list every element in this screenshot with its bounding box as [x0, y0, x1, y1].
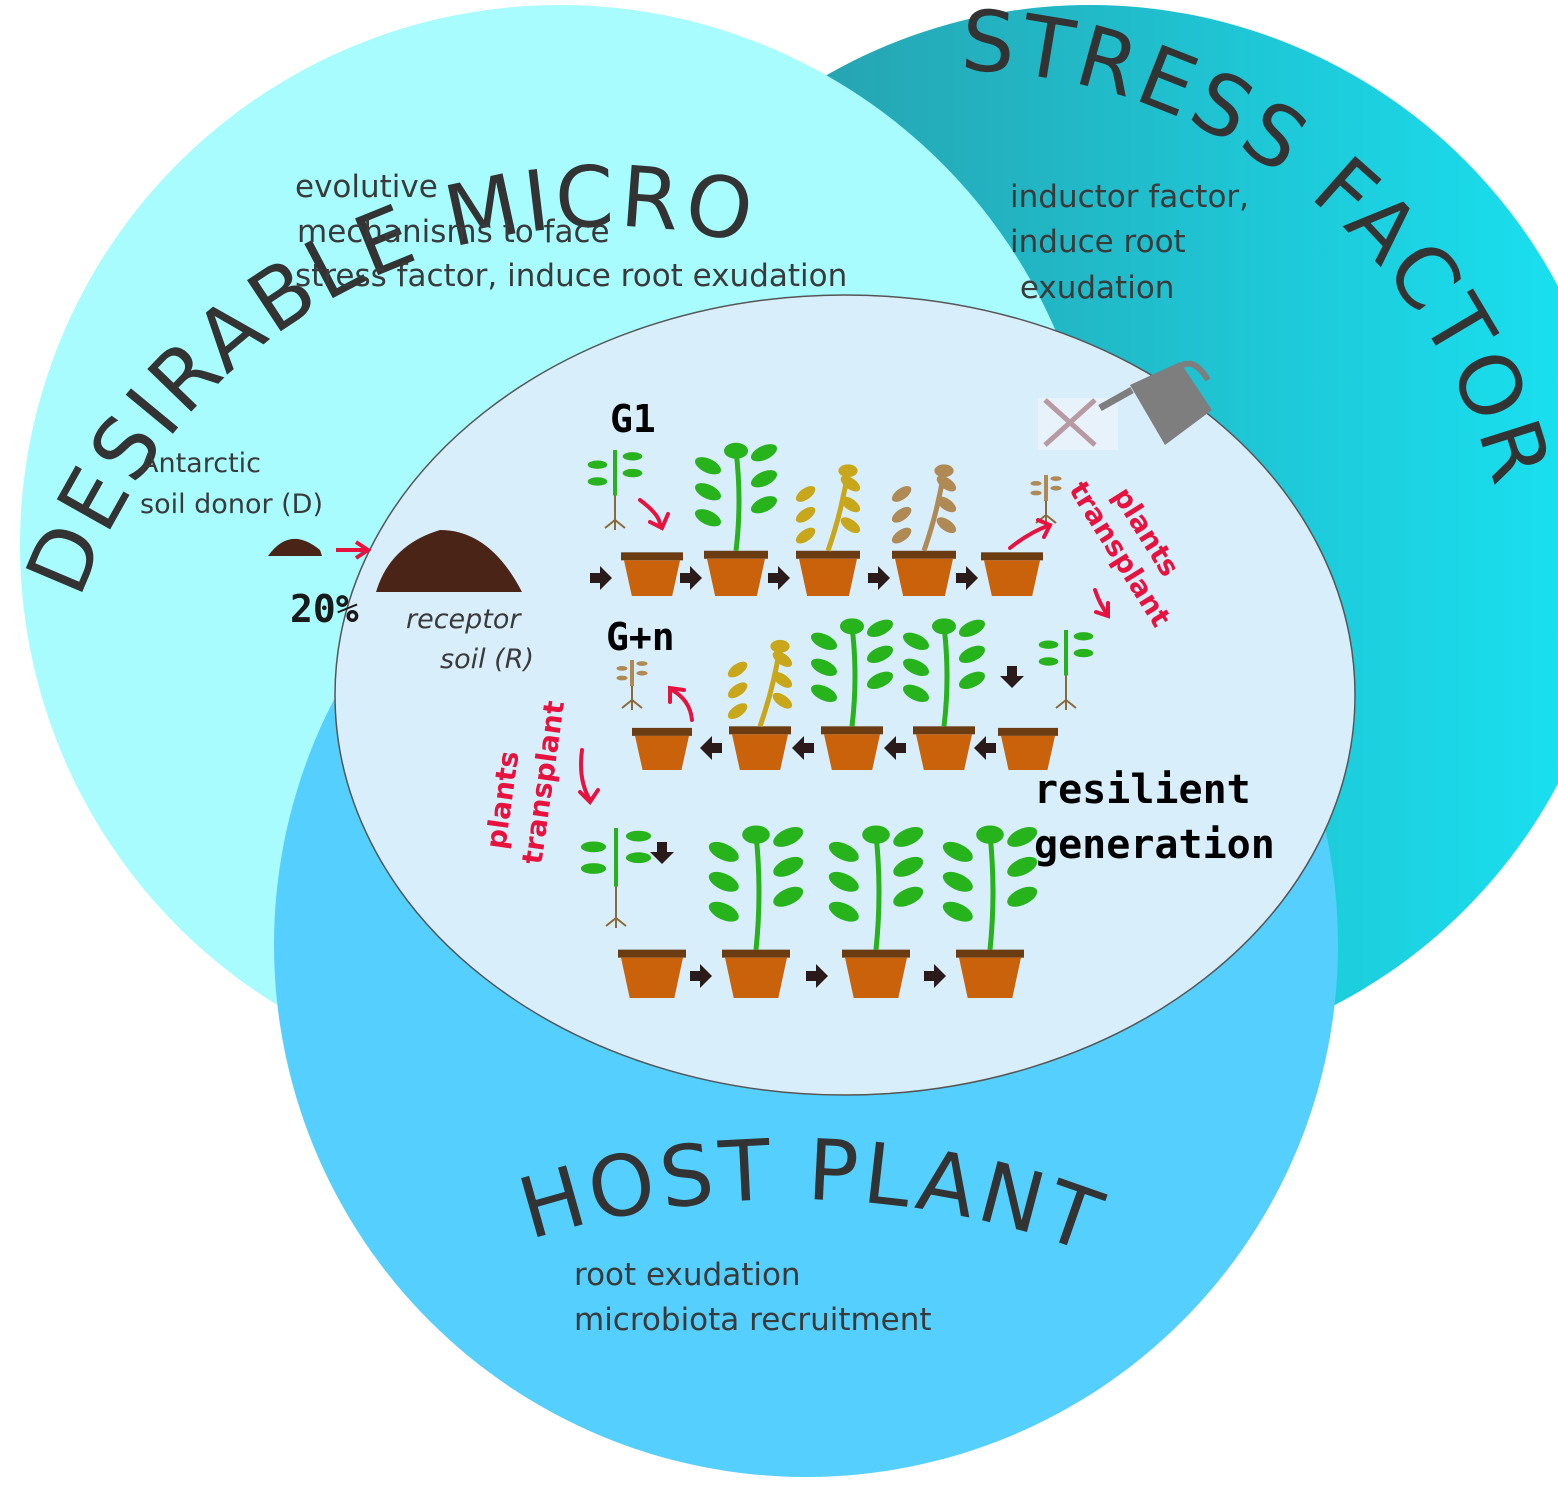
seedling-gn-start	[1038, 630, 1094, 710]
donor-label-2: soil donor (D)	[140, 489, 323, 520]
percent-label: 20%	[290, 587, 359, 631]
pot-gn-2	[729, 726, 791, 770]
flow-arrow-g1-5	[956, 566, 978, 590]
flow-arrow-g1-1	[590, 566, 612, 590]
receptor-soil-pile	[376, 530, 522, 592]
down-arrow-resilient	[650, 842, 674, 864]
center-intersection-ellipse	[334, 294, 1356, 1096]
red-arrow-g1-end	[1008, 518, 1053, 550]
flow-arrow-g1-3	[768, 566, 790, 590]
donor-soil-pile	[268, 538, 322, 556]
plant-gn-healthy-1	[810, 618, 894, 727]
flow-arrow-gn-3	[884, 736, 906, 760]
pot-g1-3	[796, 550, 860, 596]
flow-arrow-resilient-3	[924, 964, 946, 988]
flow-arrow-gn-2	[792, 736, 814, 760]
plant-resilient-3	[942, 825, 1038, 950]
flow-arrow-resilient-2	[806, 964, 828, 988]
resilient-label-2: generation	[1034, 822, 1275, 868]
red-arrow-transplant-1	[1093, 588, 1110, 619]
plant-gn-stressed	[727, 639, 793, 728]
pot-g1-2	[704, 550, 768, 596]
g1-label: G1	[610, 397, 656, 441]
plant-gn-healthy-2	[902, 618, 986, 727]
plant-g1-dying	[891, 464, 957, 552]
pot-resilient-4	[956, 949, 1024, 998]
pot-gn-5	[998, 727, 1058, 770]
seedling-gn-end	[616, 660, 648, 710]
stress-desc-3: exudation	[1010, 270, 1174, 306]
flow-arrow-g1-4	[868, 566, 890, 590]
resilient-label-1: resilient	[1034, 767, 1251, 813]
pot-g1-1	[621, 552, 683, 596]
pot-g1-5	[981, 552, 1043, 596]
plant-g1-stressed	[795, 464, 861, 552]
microbiota-desc-1: evolutive	[295, 169, 438, 205]
pot-gn-3	[821, 726, 883, 770]
receptor-label-1: receptor	[406, 604, 522, 635]
receptor-label-2: soil (R)	[440, 644, 534, 675]
host-desc-1: root exudation	[574, 1257, 801, 1293]
transplant-label-left: plants transplant	[479, 699, 571, 867]
stress-desc-2: induce root	[1010, 224, 1186, 260]
pot-gn-4	[913, 726, 975, 770]
flow-arrow-gn-4	[974, 736, 996, 760]
donor-label-1: Antarctic	[140, 448, 261, 479]
gn-label: G+n	[606, 615, 675, 659]
pot-resilient-3	[842, 949, 910, 998]
red-arrow-gn-end	[668, 685, 694, 722]
microbiota-desc-2: mechanisms to face	[297, 214, 610, 250]
pot-resilient-1	[618, 949, 686, 998]
plant-resilient-2	[828, 825, 924, 950]
process-layer	[578, 442, 1110, 998]
plant-resilient-1	[708, 825, 804, 950]
pot-g1-4	[892, 550, 956, 596]
donor-to-receptor-arrow	[336, 540, 372, 560]
red-arrow-g1-start	[638, 498, 670, 531]
host-desc-2: microbiota recruitment	[574, 1302, 932, 1338]
pot-resilient-2	[722, 949, 790, 998]
watering-can-icon	[1038, 360, 1212, 450]
stress-desc-1: inductor factor,	[1010, 179, 1249, 215]
flow-arrow-gn-1	[700, 736, 722, 760]
seedling-g1-end	[1030, 475, 1062, 525]
down-arrow-gn	[1000, 666, 1024, 688]
microbiota-desc-3: stress factor, induce root exudation	[295, 258, 847, 294]
red-arrow-transplant-2	[578, 748, 600, 806]
seedling-g1-start	[587, 450, 643, 530]
flow-arrow-g1-2	[680, 566, 702, 590]
seedling-resilient-start	[580, 828, 652, 928]
flow-arrow-resilient-1	[690, 964, 712, 988]
pot-gn-1	[632, 727, 692, 770]
plant-g1-healthy	[694, 442, 778, 552]
